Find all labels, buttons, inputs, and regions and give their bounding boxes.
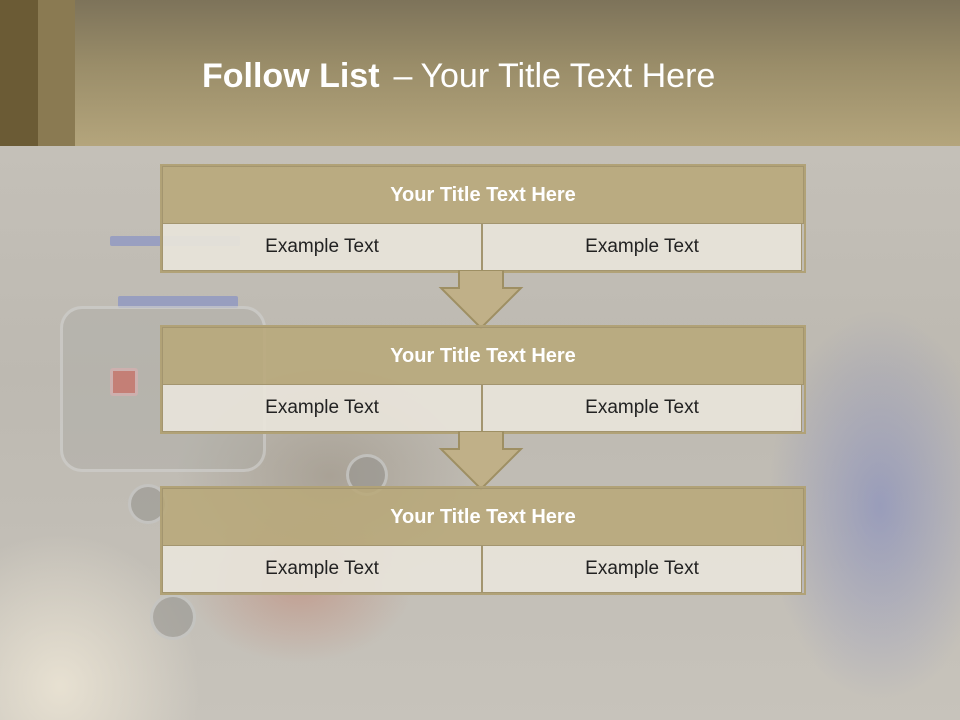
flow-block-cell-right: Example Text — [482, 546, 802, 593]
flow-block-2: Your Title Text Here Example Text Exampl… — [160, 325, 806, 434]
slide-title-rest: Your Title Text Here — [420, 57, 716, 95]
slide-title-bold: Follow List — [202, 57, 380, 95]
flow-block-title: Your Title Text Here — [162, 488, 804, 546]
flow-block-cell-right: Example Text — [482, 224, 802, 271]
down-arrow-icon — [438, 431, 524, 491]
flow-block-title: Your Title Text Here — [162, 166, 804, 224]
flow-block-1: Your Title Text Here Example Text Exampl… — [160, 164, 806, 273]
header-band: Follow List–Your Title Text Here — [0, 0, 960, 146]
slide-title: Follow List–Your Title Text Here — [202, 52, 715, 100]
header-accent-mid — [38, 0, 75, 146]
header-accent-dark — [0, 0, 38, 146]
flow-block-title: Your Title Text Here — [162, 327, 804, 385]
down-arrow-icon — [438, 270, 524, 330]
slide-title-separator: – — [393, 57, 413, 95]
flow-block-cell-left: Example Text — [162, 546, 482, 593]
flow-block-row: Example Text Example Text — [162, 385, 804, 432]
flow-block-cell-right: Example Text — [482, 385, 802, 432]
flow-block-row: Example Text Example Text — [162, 546, 804, 593]
flow-block-3: Your Title Text Here Example Text Exampl… — [160, 486, 806, 595]
flow-block-cell-left: Example Text — [162, 385, 482, 432]
flow-block-cell-left: Example Text — [162, 224, 482, 271]
flow-block-row: Example Text Example Text — [162, 224, 804, 271]
